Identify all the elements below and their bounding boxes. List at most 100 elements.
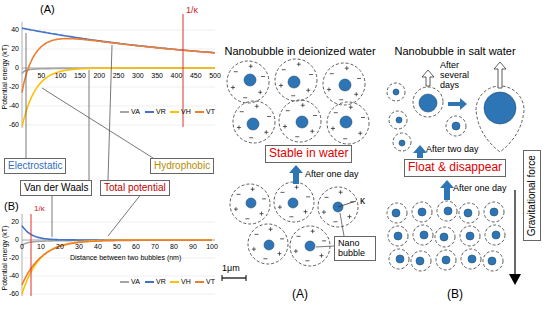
callout-box: Gravitational force bbox=[523, 150, 541, 241]
minus-charge bbox=[295, 136, 299, 137]
double-layer-circle bbox=[318, 187, 358, 227]
gridline bbox=[22, 106, 215, 107]
minus-charge bbox=[255, 234, 259, 235]
legend-line-sample bbox=[195, 281, 204, 283]
double-layer-circle bbox=[389, 111, 407, 129]
tick-label: 500 bbox=[209, 72, 221, 80]
plus-charge bbox=[277, 252, 281, 256]
leader-line bbox=[52, 196, 53, 238]
plus-charge bbox=[339, 190, 343, 194]
nanobubble bbox=[396, 117, 402, 123]
gridline bbox=[22, 87, 215, 88]
double-layer-circle bbox=[323, 63, 365, 105]
nanobubble bbox=[484, 92, 516, 124]
nanobubble bbox=[244, 74, 256, 86]
debye-radius-line bbox=[338, 201, 356, 207]
panel-label: (B) bbox=[447, 288, 463, 302]
callout-box: Hydrophobic bbox=[150, 158, 214, 174]
callout-text: Float & disappear bbox=[408, 161, 502, 175]
minus-charge bbox=[234, 71, 238, 72]
panel-title: Nanobubble in deionized water bbox=[225, 45, 376, 58]
legend-line-sample bbox=[120, 111, 129, 113]
callout-box: Nano bubble bbox=[334, 236, 376, 261]
plus-charge bbox=[264, 130, 268, 134]
double-layer-circle bbox=[233, 101, 275, 143]
step-label: After one day bbox=[453, 183, 507, 193]
legend-text: VA bbox=[131, 108, 140, 116]
tick-label: 100 bbox=[206, 243, 218, 251]
nanobubble bbox=[288, 76, 300, 88]
nanobubble bbox=[339, 79, 351, 91]
nanobubble bbox=[418, 208, 426, 216]
minus-charge bbox=[262, 198, 266, 199]
plus-charge bbox=[278, 205, 282, 209]
debye-length-label: 1/κ bbox=[186, 5, 198, 15]
double-layer-circle bbox=[230, 184, 270, 224]
tick-label: -60 bbox=[9, 290, 19, 298]
minus-charge bbox=[305, 260, 309, 261]
legend-line-sample bbox=[145, 281, 154, 283]
plus-charge bbox=[234, 207, 238, 211]
plus-charge bbox=[319, 254, 323, 258]
plus-charge bbox=[310, 129, 314, 133]
callout-box: Electrostatic bbox=[4, 158, 66, 174]
double-layer-circle bbox=[327, 102, 369, 144]
plus-charge bbox=[249, 64, 253, 68]
minus-charge bbox=[322, 240, 326, 241]
gridline bbox=[22, 125, 215, 126]
minus-charge bbox=[334, 112, 338, 113]
plus-charge bbox=[311, 229, 315, 233]
callout-text: Gravitational force bbox=[526, 155, 538, 236]
minus-charge bbox=[333, 221, 337, 222]
callout-text: Stable in water bbox=[269, 147, 348, 161]
plus-charge bbox=[279, 83, 283, 87]
symbol-label: κ bbox=[360, 195, 365, 207]
callout-box: Stable in water bbox=[265, 145, 352, 163]
minus-charge bbox=[297, 236, 301, 237]
tick-label: 0 bbox=[20, 243, 24, 251]
nanobubble bbox=[246, 198, 256, 208]
tick-label: 250 bbox=[113, 72, 125, 80]
callout-box: Total potential bbox=[100, 180, 170, 196]
plus-charge bbox=[259, 212, 263, 216]
nanobubble bbox=[452, 122, 460, 130]
deformed-double-layer bbox=[476, 86, 524, 152]
minus-charge bbox=[343, 138, 347, 139]
plus-charge bbox=[269, 227, 273, 231]
nanobubble bbox=[444, 207, 452, 215]
double-layer-circle bbox=[248, 224, 288, 264]
leader-line bbox=[108, 196, 140, 237]
minus-charge bbox=[339, 99, 343, 100]
plus-charge bbox=[322, 210, 326, 214]
minus-charge bbox=[357, 78, 361, 79]
plus-charge bbox=[255, 104, 259, 108]
plus-charge bbox=[297, 62, 301, 66]
tick-label: -60 bbox=[9, 121, 19, 129]
minus-charge bbox=[243, 97, 247, 98]
nanobubble bbox=[305, 241, 315, 251]
nanobubble bbox=[392, 209, 400, 217]
tick-label: 90 bbox=[189, 243, 197, 251]
axis-title: Potential energy (kT) bbox=[1, 45, 9, 110]
legend-text: VA bbox=[131, 278, 140, 286]
legend-line-sample bbox=[170, 281, 179, 283]
minus-charge bbox=[286, 110, 290, 111]
minus-charge bbox=[361, 117, 365, 118]
tick-label: 30 bbox=[75, 243, 83, 251]
minus-charge bbox=[281, 192, 285, 193]
debye-length-label: 1/κ bbox=[34, 204, 45, 213]
panel-label: (B) bbox=[4, 200, 19, 213]
tick-label: 450 bbox=[190, 72, 202, 80]
minus-charge bbox=[306, 196, 310, 197]
axis-title: Potential energy (kT) bbox=[1, 226, 9, 291]
scale-bar bbox=[222, 277, 246, 278]
step-label: After one day bbox=[305, 169, 359, 179]
panel-title: Nanobubble in salt water bbox=[395, 45, 516, 58]
nanobubble bbox=[340, 116, 352, 128]
double-layer-circle bbox=[387, 203, 407, 223]
plus-charge bbox=[303, 210, 307, 214]
scale-bar-tick bbox=[246, 275, 247, 281]
gridline bbox=[22, 49, 215, 50]
double-layer-circle bbox=[459, 203, 479, 223]
